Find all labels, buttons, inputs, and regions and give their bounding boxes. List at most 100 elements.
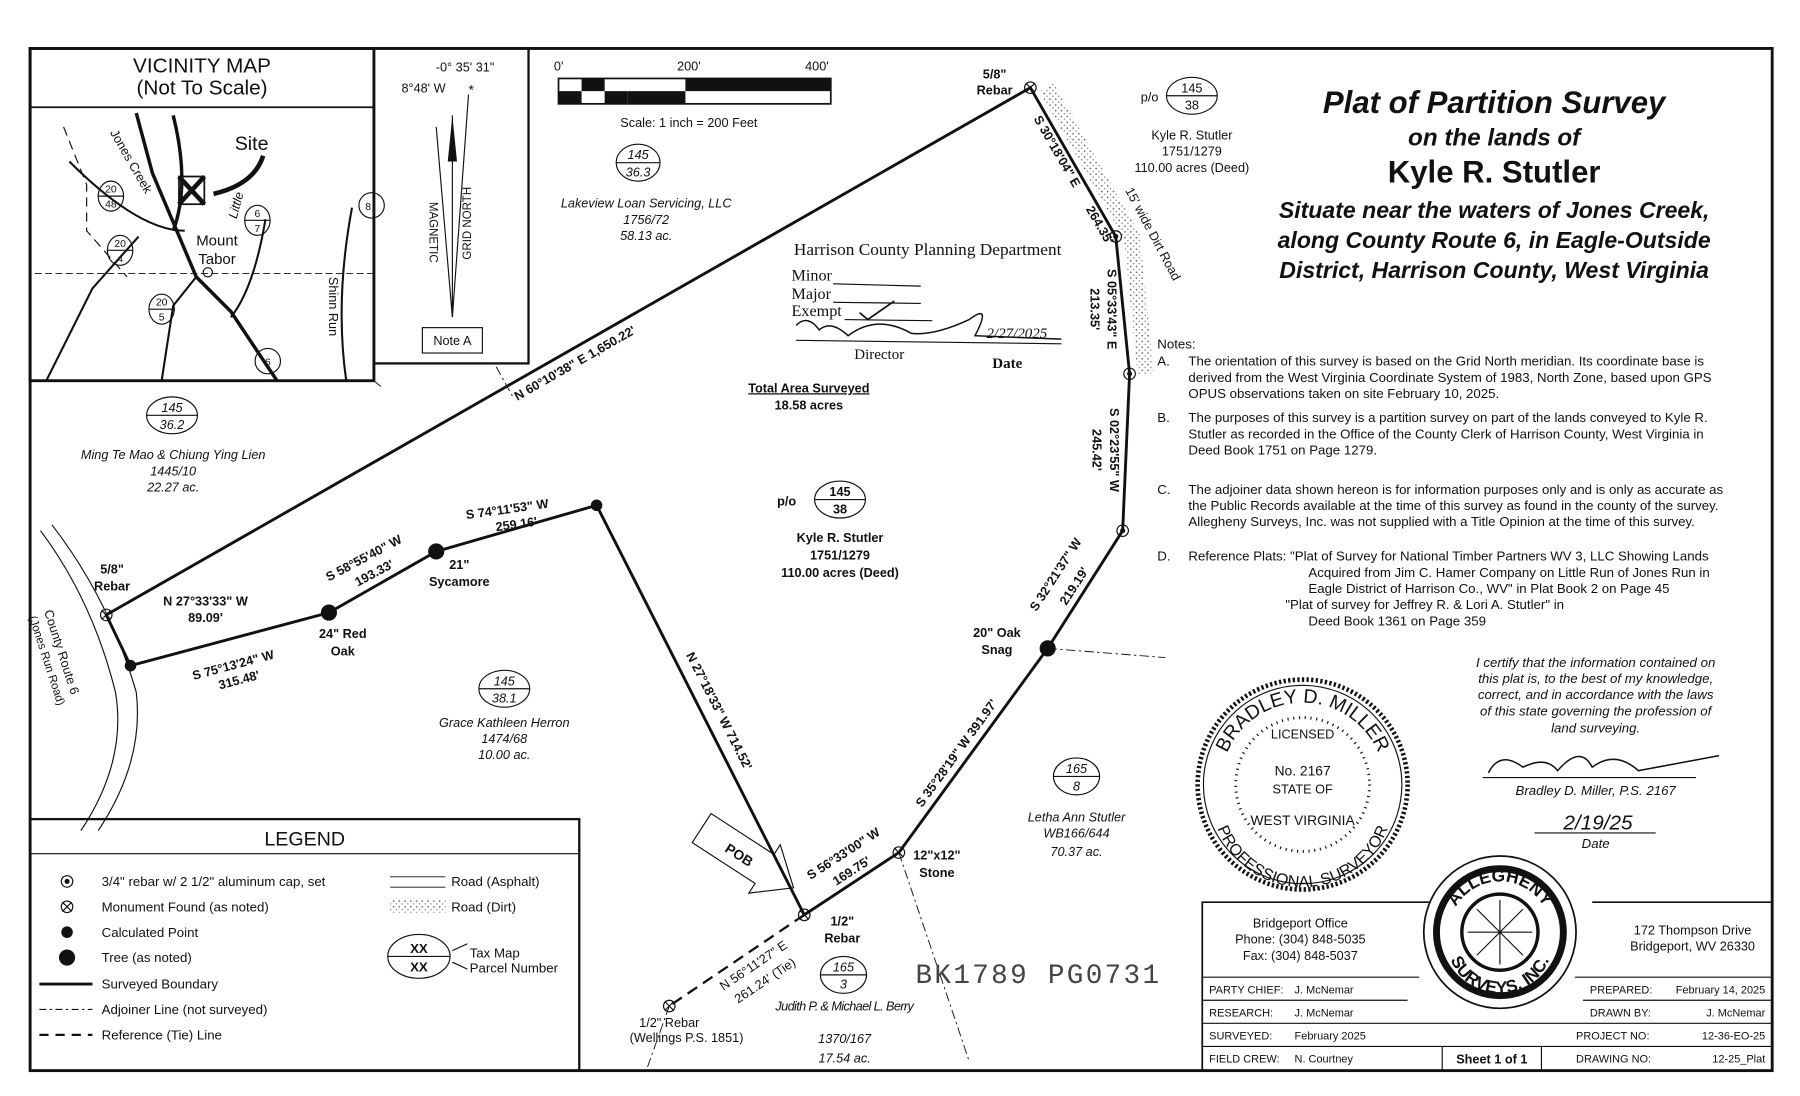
- boundary-call: S 35°28'19" W 391.97': [913, 697, 1000, 810]
- svg-text:1751/1279: 1751/1279: [810, 549, 870, 563]
- svg-text:STATE OF: STATE OF: [1273, 783, 1333, 797]
- monument-label: Stone: [919, 866, 954, 880]
- svg-text:BRADLEY D. MILLER: BRADLEY D. MILLER: [1212, 685, 1394, 755]
- svg-text:D.: D.: [1157, 549, 1170, 564]
- svg-text:38: 38: [833, 502, 847, 516]
- svg-text:The orientation of this survey: The orientation of this survey is based …: [1188, 354, 1704, 369]
- boundary-call: 89.09': [188, 611, 223, 625]
- svg-text:FIELD CREW:: FIELD CREW:: [1209, 1054, 1279, 1066]
- svg-text:Notes:: Notes:: [1157, 336, 1195, 351]
- office-fax: Fax: (304) 848-5037: [1243, 949, 1358, 963]
- svg-text:Judith P. & Michael L. Berry: Judith P. & Michael L. Berry: [774, 1000, 914, 1014]
- road-asphalt-icon: [390, 876, 446, 888]
- svg-text:SURVEYED:: SURVEYED:: [1209, 1030, 1272, 1042]
- svg-text:correct, and in accordance wit: correct, and in accordance with the laws: [1478, 687, 1714, 702]
- monument-found-icon: [797, 908, 811, 922]
- svg-text:2/19/25: 2/19/25: [1562, 811, 1633, 834]
- svg-text:17.54 ac.: 17.54 ac.: [819, 1052, 871, 1066]
- svg-text:4: 4: [117, 254, 123, 265]
- svg-text:Deed Book 1361 on Page 359: Deed Book 1361 on Page 359: [1308, 613, 1486, 628]
- svg-text:LICENSED: LICENSED: [1271, 727, 1334, 741]
- monument-found-icon: [892, 846, 906, 859]
- allegheny-surveys-logo: ALLEGHENY SURVEYS, INC.: [1422, 855, 1577, 1010]
- svg-text:Stutler as recorded in the Off: Stutler as recorded in the Office of the…: [1188, 426, 1703, 441]
- tie-line: [668, 913, 805, 1007]
- svg-text:C.: C.: [1157, 482, 1170, 497]
- svg-text:Reference Plats: "Plat of Surv: Reference Plats: "Plat of Survey for Nat…: [1188, 549, 1709, 564]
- tree-icon: [58, 949, 76, 966]
- svg-text:N. Courtney: N. Courtney: [1295, 1054, 1354, 1066]
- tree-icon: [428, 543, 445, 560]
- monument-label: 24" Red: [319, 627, 367, 641]
- town-label: Mount: [196, 233, 238, 250]
- svg-text:12-25_Plat: 12-25_Plat: [1712, 1054, 1765, 1066]
- monument-label: Rebar: [824, 932, 860, 946]
- magnetic-label: MAGNETIC: [426, 202, 438, 263]
- svg-text:Adjoiner Line (not surveyed): Adjoiner Line (not surveyed): [102, 1002, 268, 1017]
- tree-icon: [320, 604, 338, 621]
- svg-text:38.1: 38.1: [492, 692, 517, 706]
- surveyor-seal: BRADLEY D. MILLER PROFESSIONAL SURVEYOR …: [1195, 677, 1410, 892]
- calculated-point-icon: [124, 659, 137, 672]
- monument-found-icon: [99, 608, 113, 622]
- town-label: Tabor: [198, 251, 235, 268]
- svg-text:Tree (as noted): Tree (as noted): [102, 950, 192, 965]
- svg-text:3/4" rebar w/ 2 1/2" aluminum: 3/4" rebar w/ 2 1/2" aluminum cap, set: [102, 874, 326, 889]
- svg-text:this plat is, to the best of m: this plat is, to the best of my knowledg…: [1478, 671, 1713, 686]
- little-run-label: Little: [226, 190, 246, 220]
- monument-label: 5/8": [983, 67, 1007, 81]
- svg-text:Deed Book 1751 on Page 1279.: Deed Book 1751 on Page 1279.: [1188, 443, 1377, 458]
- monument-found-icon: [1024, 81, 1037, 95]
- svg-text:"Plat of survey for Jeffrey R.: "Plat of survey for Jeffrey R. & Lori A.…: [1285, 597, 1564, 612]
- svg-text:Road (Dirt): Road (Dirt): [451, 899, 516, 914]
- svg-text:10.00 ac.: 10.00 ac.: [478, 748, 530, 762]
- svg-text:Monument Found (as noted): Monument Found (as noted): [102, 899, 269, 914]
- svg-text:1474/68: 1474/68: [481, 732, 527, 746]
- svg-text:OPUS observations taken on sit: OPUS observations taken on site February…: [1188, 386, 1499, 401]
- svg-text:WB166/644: WB166/644: [1043, 827, 1109, 841]
- rebar-set-icon: [60, 875, 74, 888]
- monument-label: 20" Oak: [973, 626, 1022, 640]
- tree-icon: [1039, 640, 1056, 657]
- svg-text:22.27 ac.: 22.27 ac.: [146, 480, 199, 494]
- calculated-point-icon: [590, 499, 603, 512]
- planning-date: 2/27/2025: [987, 326, 1048, 342]
- svg-text:XX: XX: [410, 959, 428, 974]
- grid-angle-label: -0° 35' 31": [436, 61, 495, 75]
- svg-text:Surveyed Boundary: Surveyed Boundary: [102, 977, 219, 992]
- svg-text:Calculated Point: Calculated Point: [102, 925, 199, 940]
- svg-text:Harrison County Planning Depar: Harrison County Planning Department: [794, 240, 1062, 259]
- calculated-point-icon: [61, 926, 73, 938]
- svg-text:Kyle R. Stutler: Kyle R. Stutler: [1151, 129, 1233, 143]
- surveyor-signature: [1487, 754, 1720, 774]
- svg-text:February 14, 2025: February 14, 2025: [1676, 984, 1766, 996]
- svg-text:The adjoiner data shown hereon: The adjoiner data shown hereon is for in…: [1188, 482, 1723, 497]
- note-a-label: Note A: [433, 334, 472, 348]
- svg-text:165: 165: [1066, 762, 1088, 776]
- svg-text:PREPARED:: PREPARED:: [1590, 984, 1653, 996]
- pob-arrow-icon: POB: [691, 812, 795, 894]
- office-name: Bridgeport Office: [1253, 917, 1348, 931]
- vicinity-title: VICINITY MAP: [133, 55, 271, 78]
- title-owner: Kyle R. Stutler: [1388, 154, 1601, 189]
- site-marker-icon: [178, 175, 206, 206]
- svg-text:Grace Kathleen Herron: Grace Kathleen Herron: [439, 716, 569, 730]
- star-icon: *: [469, 82, 475, 98]
- svg-text:110.00 acres (Deed): 110.00 acres (Deed): [1135, 161, 1250, 175]
- magnetic-declination-label: 8°48' W: [401, 81, 445, 95]
- svg-text:20: 20: [114, 239, 126, 250]
- monument-label: Sycamore: [429, 575, 490, 589]
- svg-text:J. McNemar: J. McNemar: [1706, 1007, 1765, 1019]
- svg-text:Date: Date: [992, 356, 1022, 372]
- total-area-label: Total Area Surveyed: [748, 381, 869, 395]
- svg-text:5: 5: [159, 313, 165, 324]
- monument-label: 5/8": [100, 562, 124, 576]
- title-subline: Situate near the waters of Jones Creek,: [1279, 197, 1710, 223]
- svg-text:7: 7: [255, 224, 261, 235]
- title-line: Plat of Partition Survey: [1323, 85, 1667, 120]
- boundary-call: 245.42': [1090, 429, 1104, 471]
- monument-found-icon: [60, 900, 74, 914]
